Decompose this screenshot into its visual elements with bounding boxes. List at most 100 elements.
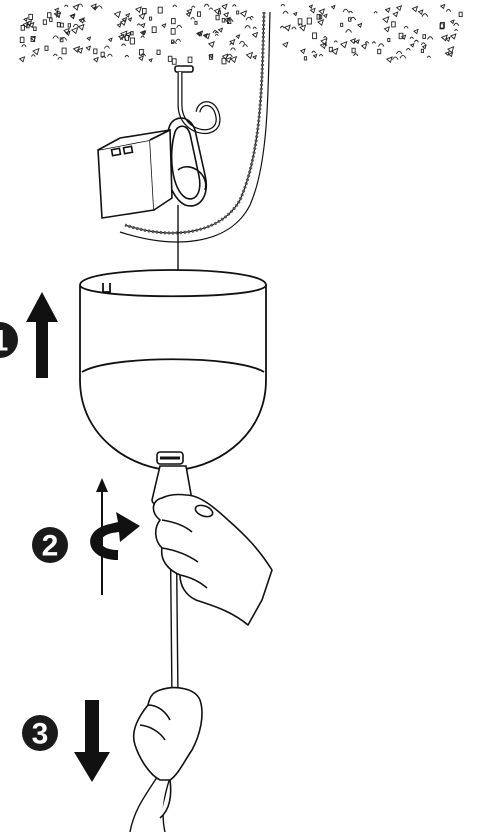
ceiling-speck (378, 44, 384, 47)
ceiling-speck (224, 13, 228, 17)
ceiling-speck (441, 5, 445, 9)
push-up-arrow (26, 292, 58, 378)
ceiling-speck (349, 11, 353, 13)
axis-arrow-head (96, 478, 108, 492)
ceiling-speck (108, 54, 113, 56)
ceiling-speck (72, 28, 78, 34)
ceiling-speck (428, 37, 433, 40)
step-1-number: 1 (0, 325, 8, 358)
ceiling-speck (236, 35, 239, 38)
ceiling-speck (53, 54, 57, 56)
ceiling-speck (209, 8, 212, 10)
ceiling-speck (86, 46, 90, 50)
ceiling-speck (233, 5, 237, 7)
ceiling-speck (162, 24, 166, 28)
ceiling-speck (419, 10, 423, 14)
ceiling-speck (387, 57, 392, 62)
driver-box (98, 130, 172, 218)
ceiling-speck (341, 23, 343, 26)
ceiling-speck (136, 7, 141, 12)
ceiling-hook (175, 66, 218, 132)
ceiling-speck (142, 9, 146, 14)
ceiling-speck (410, 37, 413, 39)
ceiling-speck (48, 13, 51, 18)
ceiling-speck (114, 11, 120, 17)
ceiling-speck (31, 55, 35, 57)
ceiling-speck (150, 17, 152, 20)
ceiling-speck (311, 8, 315, 12)
ceiling-speck (422, 14, 428, 17)
ceiling-speck (171, 29, 175, 35)
ceiling-speck (239, 41, 244, 44)
ceiling-speck (301, 49, 305, 53)
ceiling-speck (332, 5, 335, 8)
ceiling-speck (186, 12, 190, 16)
ceiling-speck (61, 23, 64, 27)
ceiling-speck (353, 54, 357, 56)
ceiling-speck (55, 8, 59, 12)
ceiling-speck (397, 6, 402, 11)
ceiling-speck (406, 48, 410, 50)
ceiling-speck (24, 18, 27, 21)
ceiling-speck (131, 32, 133, 35)
ceiling-speck (396, 51, 401, 54)
ceiling-speck (22, 45, 26, 47)
ceiling-speck (423, 35, 426, 39)
ceiling-speck (191, 18, 195, 20)
ceiling-speck (231, 57, 237, 63)
ceiling-speck (23, 22, 28, 27)
ceiling-speck (43, 20, 46, 24)
ceiling-speck (214, 8, 220, 14)
ceiling-speck (195, 21, 197, 24)
ceiling-speck (341, 42, 347, 48)
ceiling-speck (219, 28, 223, 32)
ceiling-speck (192, 6, 195, 8)
step-1-group: 1 (0, 292, 58, 378)
step-3-number: 3 (32, 718, 49, 751)
ceiling-speck (319, 54, 323, 56)
ceiling-speck (324, 14, 327, 17)
ceiling-speck (117, 23, 121, 27)
ceiling-speck (188, 57, 192, 62)
ceiling-speck (414, 40, 418, 42)
ceiling-speck (120, 20, 125, 25)
ceiling-speck (307, 18, 311, 24)
ceiling-speck (292, 27, 296, 29)
ceiling-speck (126, 14, 129, 17)
ceiling-speck (87, 37, 90, 40)
ceiling-speck (374, 12, 377, 14)
ceiling-speck (198, 12, 201, 16)
ceiling-speck (354, 42, 358, 44)
ceiling-speck (79, 25, 84, 30)
ceiling-speck (94, 57, 98, 61)
ceiling-speck (312, 51, 316, 53)
ceiling-speck (421, 49, 423, 52)
ceiling-speck (33, 49, 39, 55)
ceiling-speck (241, 11, 247, 17)
ceiling-speck (346, 30, 352, 33)
ceiling-speck (459, 12, 462, 16)
ceiling-speck (237, 11, 239, 14)
ceiling-speck (378, 49, 381, 53)
ceiling-speck (227, 19, 233, 22)
ceiling-speck (384, 27, 389, 32)
lamp-shade (80, 270, 266, 470)
ceiling-speck (454, 23, 459, 26)
ceiling-speck (68, 24, 70, 27)
ceiling-speck (152, 27, 156, 33)
ceiling-speck (427, 56, 430, 58)
ceiling-speck (319, 9, 324, 14)
ceiling-speck (125, 55, 129, 57)
ceiling-speck (283, 11, 288, 14)
ceiling-speck (386, 8, 390, 12)
ceiling-speck (362, 44, 367, 49)
ceiling-speck (227, 54, 232, 57)
ceiling-speck (253, 33, 258, 38)
ceiling-speck (204, 4, 209, 6)
ceiling-speck (73, 5, 78, 10)
ceiling-speck (253, 27, 256, 29)
ceiling-speck (343, 9, 348, 12)
ceiling-speck (393, 12, 397, 16)
ceiling-speck (149, 59, 152, 62)
ceiling-speck (20, 37, 24, 42)
